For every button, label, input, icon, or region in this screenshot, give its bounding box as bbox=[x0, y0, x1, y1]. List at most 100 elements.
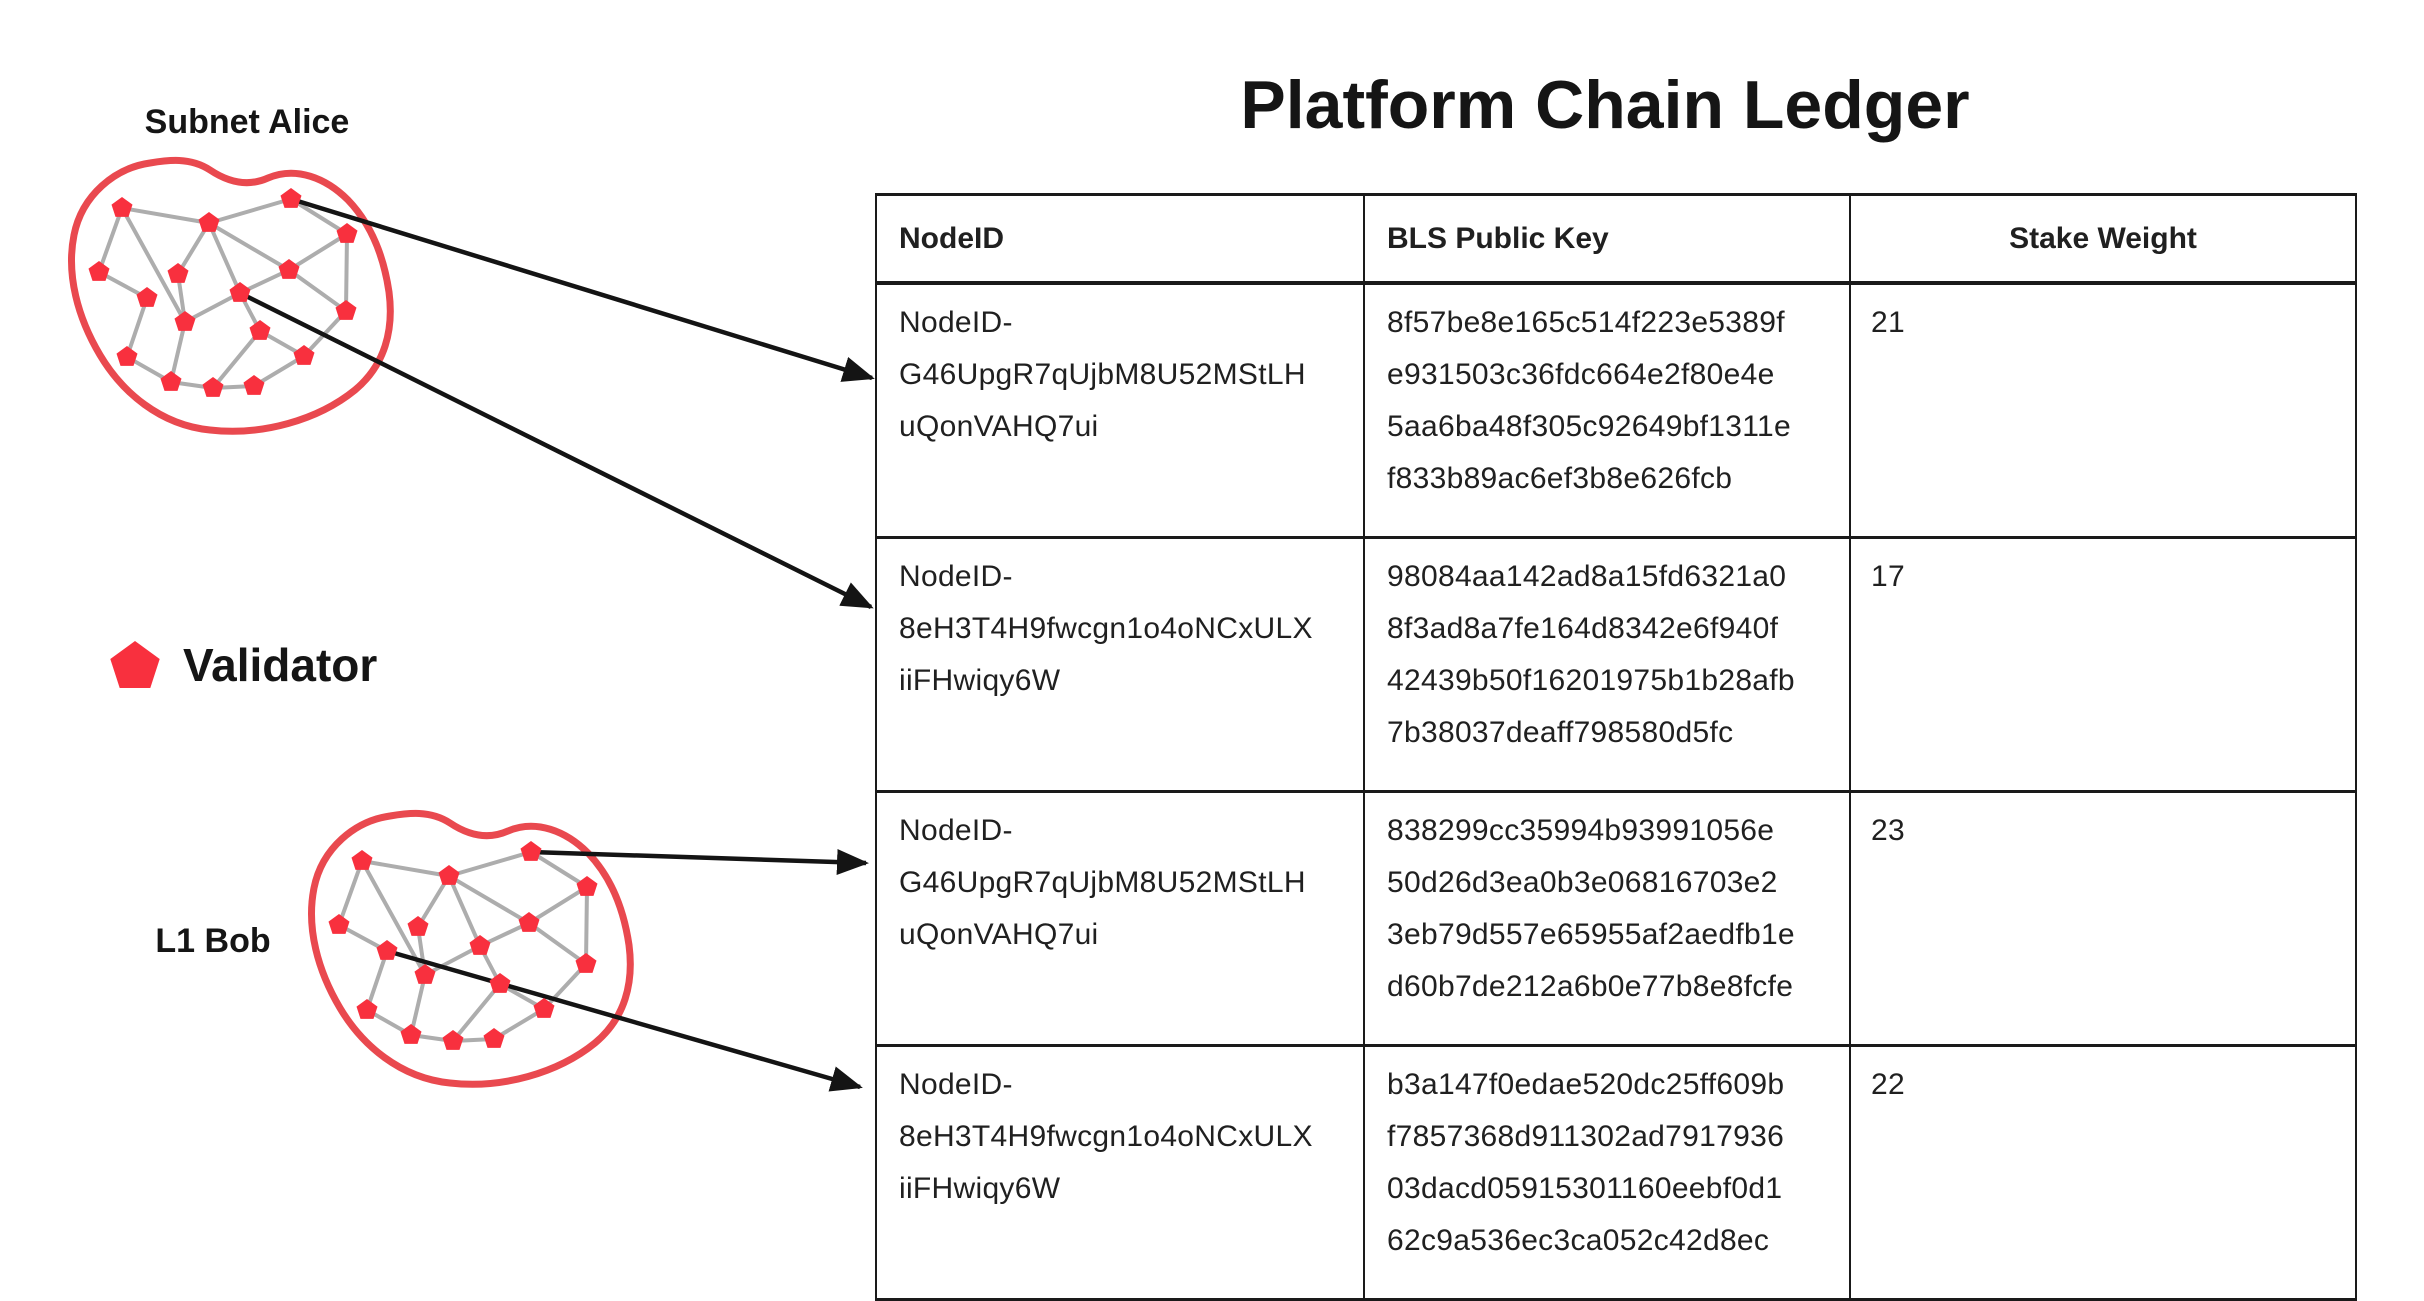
validator-node-icon bbox=[167, 263, 189, 283]
nodeid-cell: NodeID- G46UpgR7qUjbM8U52MStLH uQonVAHQ7… bbox=[875, 281, 1365, 539]
network-edge bbox=[97, 206, 124, 274]
validator-node-icon bbox=[483, 1028, 505, 1048]
validator-node-icon bbox=[174, 311, 196, 331]
validator-node-icon bbox=[376, 940, 398, 960]
stake-weight-cell: 23 bbox=[1849, 790, 2357, 1047]
mapping-arrow bbox=[290, 196, 875, 382]
bls-key-cell: 838299cc35994b93991056e 50d26d3ea0b3e068… bbox=[1363, 790, 1851, 1047]
network-edge bbox=[169, 320, 187, 384]
validator-node-icon bbox=[575, 953, 597, 973]
validator-node-icon bbox=[328, 914, 350, 934]
network-edge bbox=[287, 232, 349, 272]
subnet-bob-graph bbox=[308, 809, 869, 1092]
stake-weight-cell: 21 bbox=[1849, 281, 2357, 539]
network-edge bbox=[409, 973, 427, 1037]
subnet-bob-boundary bbox=[308, 809, 634, 1088]
validator-node-icon bbox=[136, 287, 158, 307]
network-edge bbox=[125, 296, 149, 359]
network-edge bbox=[423, 944, 482, 977]
validator-node-icon bbox=[351, 850, 373, 870]
mapping-arrow bbox=[386, 948, 863, 1092]
validator-node-icon bbox=[414, 964, 436, 984]
network-edge bbox=[287, 268, 348, 313]
subnet-alice-graph bbox=[68, 156, 875, 610]
network-edge bbox=[584, 885, 589, 966]
network-edge bbox=[252, 354, 306, 388]
network-edge bbox=[447, 850, 533, 878]
validator-node-icon bbox=[336, 223, 358, 243]
nodeid-cell: NodeID- 8eH3T4H9fwcgn1o4oNCxULX iiFHwiqy… bbox=[875, 1044, 1365, 1301]
subnet-alice-label: Subnet Alice bbox=[144, 103, 350, 141]
mapping-arrow bbox=[530, 849, 869, 876]
column-header-nodeid: NodeID bbox=[875, 193, 1365, 285]
network-edge bbox=[211, 329, 262, 390]
table-row: NodeID- 8eH3T4H9fwcgn1o4oNCxULX iiFHwiqy… bbox=[875, 1044, 2357, 1301]
nodeid-cell: NodeID- G46UpgR7qUjbM8U52MStLH uQonVAHQ7… bbox=[875, 790, 1365, 1047]
platform-chain-ledger-table: NodeID BLS Public Key Stake Weight NodeI… bbox=[875, 193, 2357, 1301]
stake-weight-cell: 17 bbox=[1849, 536, 2357, 793]
network-edge bbox=[542, 962, 588, 1011]
stake-weight-cell: 22 bbox=[1849, 1044, 2357, 1301]
network-edge bbox=[447, 874, 482, 948]
subnet-alice-boundary bbox=[68, 156, 394, 435]
network-edge bbox=[447, 874, 531, 925]
bls-key-cell: 8f57be8e165c514f223e5389f e931503c36fdc6… bbox=[1363, 281, 1851, 539]
table-row: NodeID- G46UpgR7qUjbM8U52MStLH uQonVAHQ7… bbox=[875, 281, 2357, 539]
validator-node-icon bbox=[111, 197, 133, 217]
validator-node-icon bbox=[469, 935, 491, 955]
network-edge bbox=[360, 859, 451, 878]
validator-node-icon bbox=[278, 259, 300, 279]
mapping-arrow bbox=[238, 290, 874, 610]
validator-node-icon bbox=[489, 973, 511, 993]
validator-node-icon bbox=[293, 345, 315, 365]
network-edge bbox=[207, 221, 291, 272]
network-edge bbox=[289, 197, 349, 236]
network-edge bbox=[527, 921, 588, 966]
bls-key-cell: 98084aa142ad8a15fd6321a0 8f3ad8a7fe164d8… bbox=[1363, 536, 1851, 793]
network-edge bbox=[451, 982, 502, 1043]
network-edge bbox=[529, 850, 589, 889]
network-edge bbox=[120, 206, 187, 324]
validator-node-icon bbox=[518, 912, 540, 932]
network-edge bbox=[365, 949, 389, 1012]
validator-node-icon bbox=[280, 188, 302, 208]
validator-node-icon bbox=[243, 375, 265, 395]
validator-node-icon bbox=[198, 212, 220, 232]
network-edge bbox=[527, 885, 589, 925]
validator-node-icon bbox=[116, 346, 138, 366]
validator-legend-label: Validator bbox=[183, 639, 378, 691]
page-title: Platform Chain Ledger bbox=[1240, 67, 1970, 143]
validator-pentagon-icon bbox=[110, 641, 160, 688]
validator-node-icon bbox=[520, 841, 542, 861]
network-edge bbox=[120, 206, 211, 225]
validator-node-icon bbox=[356, 999, 378, 1019]
column-header-bls: BLS Public Key bbox=[1363, 193, 1851, 285]
validator-node-icon bbox=[160, 371, 182, 391]
bls-key-cell: b3a147f0edae520dc25ff609b f7857368d91130… bbox=[1363, 1044, 1851, 1301]
network-edge bbox=[337, 859, 364, 927]
network-edge bbox=[207, 221, 242, 295]
network-edge bbox=[207, 197, 293, 225]
validator-node-icon bbox=[533, 998, 555, 1018]
validator-node-icon bbox=[335, 300, 357, 320]
network-edge bbox=[492, 1007, 546, 1041]
table-row: NodeID- G46UpgR7qUjbM8U52MStLH uQonVAHQ7… bbox=[875, 790, 2357, 1047]
network-edge bbox=[360, 859, 427, 977]
validator-node-icon bbox=[407, 916, 429, 936]
table-row: NodeID- 8eH3T4H9fwcgn1o4oNCxULX iiFHwiqy… bbox=[875, 536, 2357, 793]
subnet-graphs bbox=[68, 156, 875, 1092]
validator-node-icon bbox=[442, 1030, 464, 1050]
validator-node-icon bbox=[400, 1024, 422, 1044]
validator-node-icon bbox=[249, 320, 271, 340]
network-edge bbox=[344, 232, 349, 313]
validator-node-icon bbox=[229, 282, 251, 302]
column-header-stake: Stake Weight bbox=[1849, 193, 2357, 285]
subnet-bob-label: L1 Bob bbox=[155, 922, 271, 960]
nodeid-cell: NodeID- 8eH3T4H9fwcgn1o4oNCxULX iiFHwiqy… bbox=[875, 536, 1365, 793]
table-header-row: NodeID BLS Public Key Stake Weight bbox=[875, 193, 2357, 285]
validator-node-icon bbox=[438, 865, 460, 885]
validator-node-icon bbox=[576, 876, 598, 896]
validator-node-icon bbox=[88, 261, 110, 281]
network-edge bbox=[183, 291, 242, 324]
